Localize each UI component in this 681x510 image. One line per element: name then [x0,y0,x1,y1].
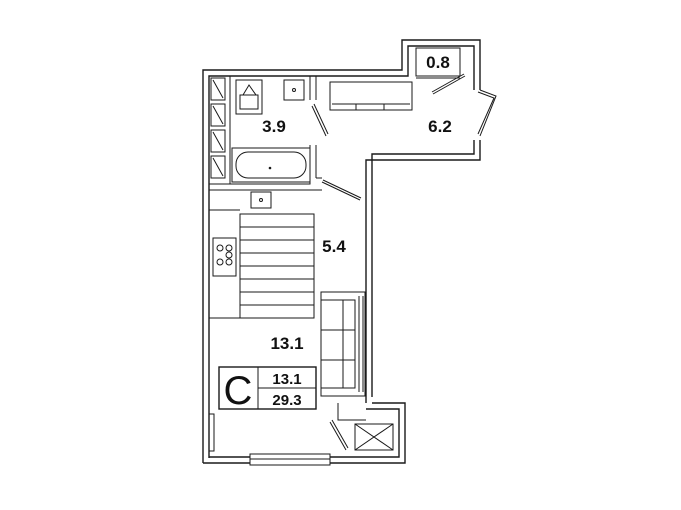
room-area-kitchen: 5.4 [322,237,346,256]
stove [212,237,237,277]
room-area-bathroom: 3.9 [262,117,286,136]
hall-wardrobe [329,81,413,111]
bathroom-sink [283,79,305,101]
bottom-window [249,453,331,466]
doors [311,73,497,451]
ventilation-shaft [354,423,394,451]
apartment-type-letter: C [224,369,253,413]
room-area-living: 13.1 [270,334,303,353]
summary-table: C 13.1 29.3 [218,366,317,413]
wall-cabinets [210,77,226,179]
summary-living-area: 13.1 [272,371,301,388]
room-area-closet: 0.8 [426,53,450,72]
summary-total-area: 29.3 [272,392,301,409]
kitchen-fixtures [209,191,315,319]
closet-box [415,47,461,77]
sofa [320,291,366,397]
bathroom-fixtures [231,79,311,183]
kitchen-sink [250,191,272,209]
outer-walls [202,39,481,464]
room-area-hallway: 6.2 [428,117,452,136]
